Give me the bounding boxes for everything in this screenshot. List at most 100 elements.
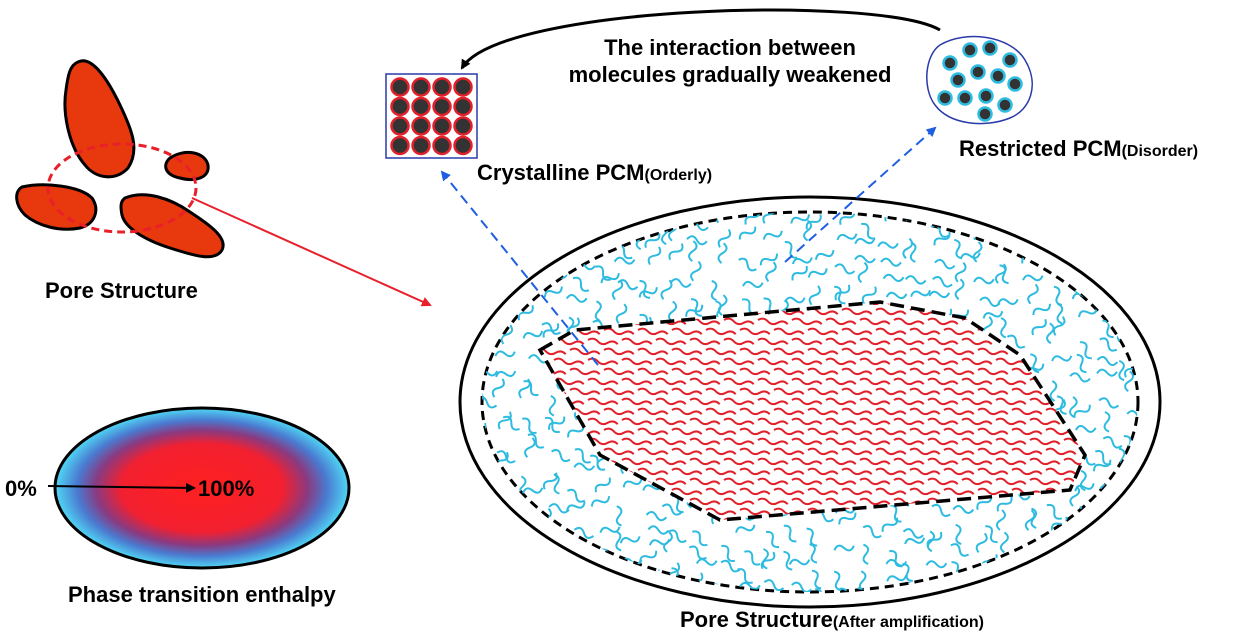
ordered-chain: [586, 317, 619, 328]
crystal-molecule: [432, 77, 452, 97]
disordered-chain: [569, 274, 593, 295]
ordered-chain: [620, 497, 653, 508]
ordered-chain: [540, 307, 567, 318]
disordered-chain: [789, 262, 811, 284]
crystal-molecule: [411, 116, 431, 136]
disordered-chain: [803, 212, 824, 233]
phase-transition-label: Phase transition enthalpy: [68, 582, 336, 607]
disordered-chain: [482, 494, 489, 518]
ordered-chain: [1098, 478, 1128, 486]
outer-pore-boundary: [458, 195, 1162, 609]
disordered-chain: [669, 277, 693, 289]
disordered-chain: [1115, 212, 1138, 228]
ordered-chain: [1028, 337, 1061, 348]
disordered-chain: [833, 262, 857, 276]
disordered-chain: [493, 347, 517, 361]
interaction-curve-arrow: [460, 8, 941, 70]
restricted-molecule: [1002, 52, 1018, 68]
disordered-chain: [614, 302, 629, 326]
disordered-chain: [1119, 296, 1138, 319]
disordered-chain: [1118, 539, 1138, 559]
disordered-chain: [539, 541, 557, 564]
selection-ellipse: [46, 142, 198, 234]
disordered-chain: [951, 522, 966, 546]
disordered-chain: [1029, 316, 1050, 339]
disordered-chain: [806, 264, 830, 282]
disordered-chain: [832, 541, 856, 555]
disordered-chain: [879, 514, 901, 536]
restricted-pcm-label: Restricted PCM(Disorder): [959, 136, 1198, 162]
disordered-chain: [494, 366, 518, 382]
disordered-chain: [1102, 255, 1126, 272]
disordered-chain: [1114, 504, 1126, 527]
disordered-chain: [1074, 423, 1098, 435]
disordered-chain: [764, 260, 778, 284]
ordered-chain: [960, 517, 993, 520]
disordered-chain: [1047, 561, 1066, 585]
disordered-chain: [660, 502, 684, 518]
inner-dashed-boundary: [480, 210, 1140, 594]
disordered-chain: [521, 281, 532, 305]
interaction-line2: molecules gradually weakened: [568, 62, 892, 87]
disordered-chain: [908, 285, 933, 302]
disordered-chain: [482, 528, 484, 552]
amplified-pore-label: Pore Structure(After amplification): [680, 607, 984, 633]
disordered-chain: [543, 219, 564, 242]
amplified-main-text: Pore Structure: [680, 607, 833, 632]
disordered-chain: [1095, 367, 1119, 378]
disordered-chain: [549, 447, 573, 464]
disordered-chain: [565, 585, 588, 592]
disordered-chain: [667, 300, 678, 323]
disordered-chain: [879, 257, 903, 267]
disordered-chain: [1145, 241, 1165, 258]
disordered-chain: [658, 222, 671, 246]
disordered-chain: [1143, 301, 1164, 312]
ordered-chain: [874, 507, 907, 518]
disordered-chain: [616, 212, 636, 228]
disordered-chain: [952, 505, 975, 514]
disordered-chain: [882, 212, 903, 225]
ordered-chain: [1098, 418, 1128, 426]
crystal-molecule: [432, 116, 452, 136]
amplified-pore-group: [458, 195, 1165, 609]
disordered-chain: [482, 585, 493, 592]
disordered-chain: [978, 295, 1002, 308]
ordered-chain: [540, 467, 567, 478]
restricted-sub-text: (Disorder): [1121, 143, 1199, 160]
disordered-chain: [1048, 513, 1070, 535]
ordered-chain: [540, 397, 551, 408]
disordered-chain: [1143, 221, 1164, 238]
crystal-molecule: [390, 116, 410, 136]
crystal-molecule: [453, 135, 473, 156]
disordered-chain: [588, 212, 607, 230]
disordered-chain: [882, 272, 905, 284]
disordered-chain: [996, 294, 1020, 309]
disordered-chain: [1054, 544, 1075, 567]
disordered-chain: [573, 461, 596, 472]
disordered-chain: [1100, 410, 1114, 434]
disordered-chain: [545, 412, 568, 434]
disordered-chain: [1068, 584, 1081, 592]
ordered-chain: [1010, 327, 1043, 338]
disordered-chain: [1020, 212, 1037, 230]
disordered-chain: [647, 525, 670, 536]
disordered-chain: [1049, 284, 1067, 308]
disordered-chain: [1050, 351, 1074, 366]
ordered-chain: [552, 437, 585, 448]
disordered-chain: [598, 522, 622, 538]
disordered-chain: [1115, 320, 1133, 344]
restricted-molecule: [942, 55, 958, 71]
disordered-chain: [741, 278, 765, 291]
disordered-chain: [876, 239, 900, 252]
blue-arrow-to-crystalline: [440, 170, 599, 366]
disordered-chain: [997, 577, 1019, 592]
ordered-chain: [586, 302, 619, 308]
disordered-chain: [1068, 371, 1092, 384]
disordered-chain: [490, 376, 507, 400]
disordered-chain: [482, 283, 497, 304]
disordered-chain: [689, 528, 711, 549]
ordered-chain: [540, 317, 551, 328]
disordered-chain: [885, 289, 909, 302]
disordered-chain: [1101, 221, 1125, 234]
